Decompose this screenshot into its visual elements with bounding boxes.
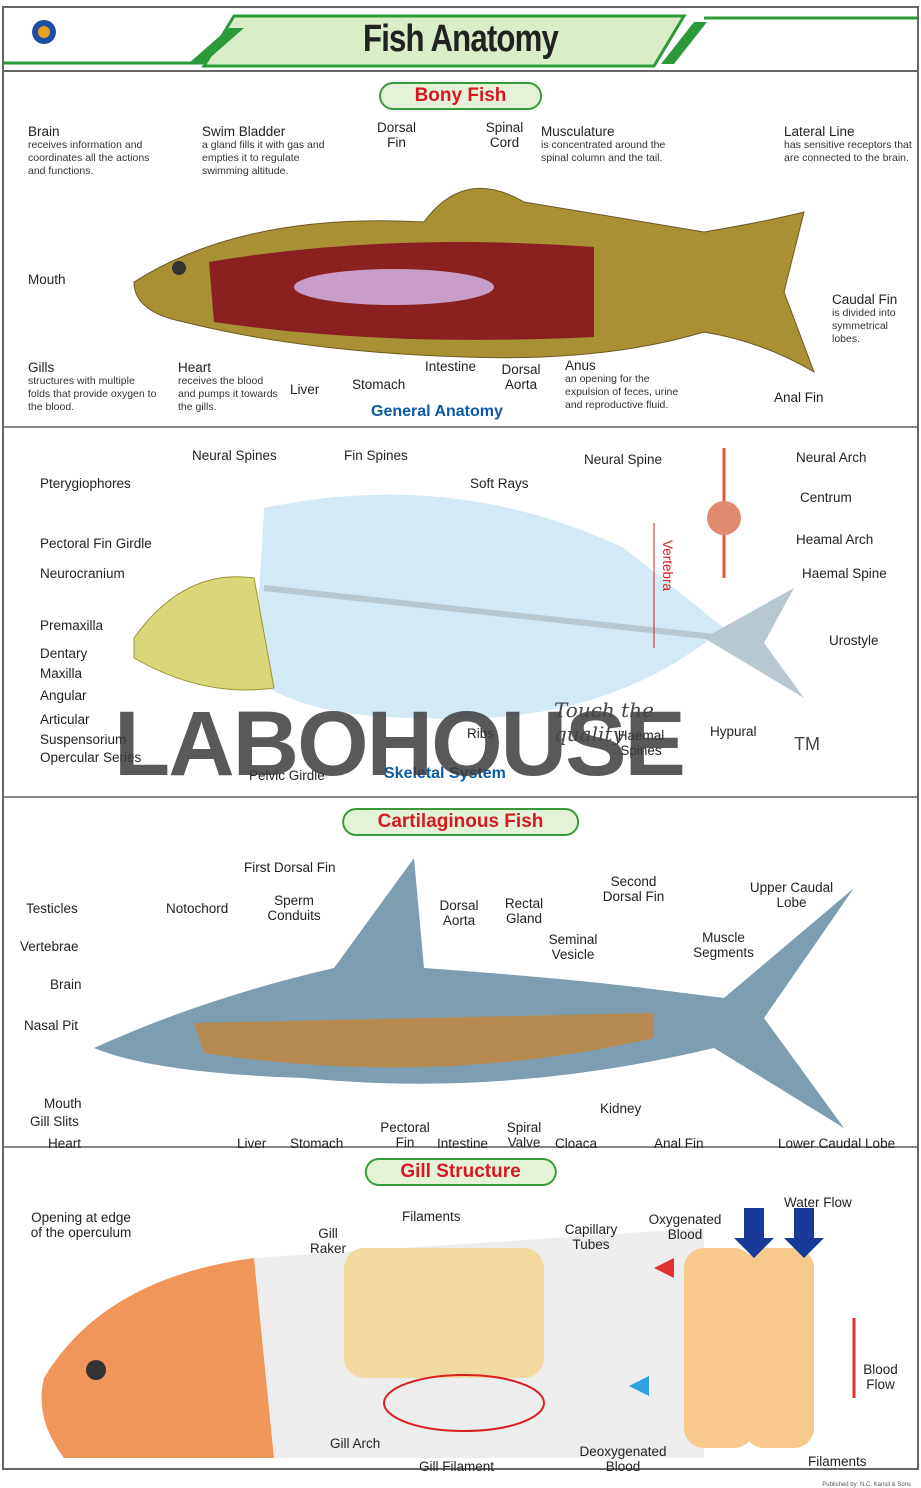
label-haemal-spines: Haemal Spines xyxy=(617,728,665,758)
label-pterygiophores: Pterygiophores xyxy=(40,476,131,491)
label-heamal-arch: Heamal Arch xyxy=(796,532,874,547)
label-mouth-shark: Mouth xyxy=(44,1096,82,1111)
gill-section: Gill Structure Opening at edge of the op… xyxy=(4,1148,917,1474)
label-anal-fin-shark: Anal Fin xyxy=(654,1136,704,1151)
label-liver-shark: Liver xyxy=(237,1136,267,1151)
label-vertebra: Vertebra xyxy=(660,539,676,592)
label-neurocranium: Neurocranium xyxy=(40,566,125,581)
cartilaginous-heading: Cartilaginous Fish xyxy=(341,808,580,836)
header-stripes xyxy=(4,14,917,68)
label-cloaca: Cloaca xyxy=(555,1136,598,1151)
skeletal-system-caption: Skeletal System xyxy=(384,765,506,782)
label-muscle-segments: Muscle Segments xyxy=(693,930,754,960)
label-premaxilla: Premaxilla xyxy=(40,618,104,633)
label-opercular-series: Opercular Series xyxy=(40,750,142,765)
gill-structure-heading: Gill Structure xyxy=(364,1158,557,1186)
label-neural-spine: Neural Spine xyxy=(584,452,663,467)
bony-fish-heading: Bony Fish xyxy=(378,82,543,110)
footer-publisher: Published by: N.C. Kansil & Sons xyxy=(822,1482,911,1488)
bony-fish-illustration xyxy=(133,187,815,374)
label-gill-slits: Gill Slits xyxy=(30,1114,79,1129)
label-spiral-valve: Spiral Valve xyxy=(506,1120,542,1150)
label-suspensorium: Suspensorium xyxy=(40,732,127,747)
label-capillary-tubes: Capillary Tubes xyxy=(564,1222,618,1252)
label-hypural: Hypural xyxy=(710,724,757,739)
label-maxilla: Maxilla xyxy=(40,666,83,681)
label-dorsal-aorta-shark: Dorsal Aorta xyxy=(439,898,479,928)
label-rectal-gland: Rectal Gland xyxy=(504,896,544,926)
label-gill-raker: Gill Raker xyxy=(309,1226,346,1256)
header: Fish Anatomy xyxy=(4,8,917,68)
label-liver: Liver xyxy=(290,382,320,397)
label-kidney: Kidney xyxy=(600,1101,642,1116)
label-nasal-pit: Nasal Pit xyxy=(24,1018,79,1033)
label-seminal-vesicle: Seminal Vesicle xyxy=(548,932,598,962)
label-centrum: Centrum xyxy=(800,490,852,505)
label-pelvic-girdle: Pelvic Girdle xyxy=(249,768,325,783)
cartilaginous-section: Cartilaginous Fish First Dorsal Fin Test… xyxy=(4,798,917,1151)
label-lower-caudal-lobe: Lower Caudal Lobe xyxy=(778,1136,896,1151)
label-oxygenated-blood: Oxygenated Blood xyxy=(648,1212,722,1242)
label-upper-caudal-lobe: Upper Caudal Lobe xyxy=(749,880,834,910)
label-angular: Angular xyxy=(40,688,87,703)
label-intestine: Intestine xyxy=(425,359,477,374)
label-stomach-shark: Stomach xyxy=(290,1136,344,1151)
label-sperm-conduits: Sperm Conduits xyxy=(267,893,321,923)
label-gill-arch: Gill Arch xyxy=(330,1436,381,1451)
label-notochord: Notochord xyxy=(166,901,229,916)
shark-illustration xyxy=(94,858,854,1128)
label-neural-arch: Neural Arch xyxy=(796,450,867,465)
label-opening-operculum: Opening at edge of the operculum xyxy=(30,1210,132,1240)
label-deoxygenated-blood: Deoxygenated Blood xyxy=(579,1444,667,1474)
label-heart-shark: Heart xyxy=(48,1136,82,1151)
label-blood-flow: Blood Flow xyxy=(863,1362,898,1392)
label-dorsal-aorta: Dorsal Aorta xyxy=(501,362,541,392)
label-mouth: Mouth xyxy=(28,272,66,287)
label-spinal-cord: Spinal Cord xyxy=(485,120,524,150)
label-stomach: Stomach xyxy=(352,377,406,392)
label-urostyle: Urostyle xyxy=(829,633,879,648)
label-brain-shark: Brain xyxy=(50,977,82,992)
label-haemal-spine: Haemal Spine xyxy=(802,566,887,581)
label-soft-rays: Soft Rays xyxy=(470,476,529,491)
skeletal-section: Neural Spines Fin Spines Pterygiophores … xyxy=(4,428,917,798)
label-fin-spines: Fin Spines xyxy=(344,448,408,463)
label-filaments-bottom: Filaments xyxy=(808,1454,867,1469)
label-ribs: Ribs xyxy=(467,726,495,741)
label-gill-filament: Gill Filament xyxy=(419,1459,495,1474)
page-title: Fish Anatomy xyxy=(362,18,559,60)
water-flow-arrow xyxy=(734,1208,774,1258)
label-dorsal-fin: Dorsal Fin xyxy=(376,120,416,150)
label-filaments-top: Filaments xyxy=(402,1209,461,1224)
gill-illustration xyxy=(41,1208,856,1458)
label-pectoral-fin: Pectoral Fin xyxy=(380,1120,430,1150)
label-intestine-shark: Intestine xyxy=(437,1136,489,1151)
general-anatomy-caption: General Anatomy xyxy=(371,403,503,420)
label-testicles: Testicles xyxy=(26,901,78,916)
label-water-flow: Water Flow xyxy=(784,1195,852,1210)
label-anal-fin: Anal Fin xyxy=(774,390,824,405)
label-vertebrae: Vertebrae xyxy=(20,939,79,954)
label-articular: Articular xyxy=(40,712,90,727)
label-second-dorsal-fin: Second Dorsal Fin xyxy=(602,874,665,904)
label-neural-spines: Neural Spines xyxy=(192,448,277,463)
label-pectoral-fin-girdle: Pectoral Fin Girdle xyxy=(40,536,152,551)
skeleton-illustration xyxy=(133,448,804,719)
label-dentary: Dentary xyxy=(40,646,88,661)
label-first-dorsal-fin: First Dorsal Fin xyxy=(244,860,336,875)
